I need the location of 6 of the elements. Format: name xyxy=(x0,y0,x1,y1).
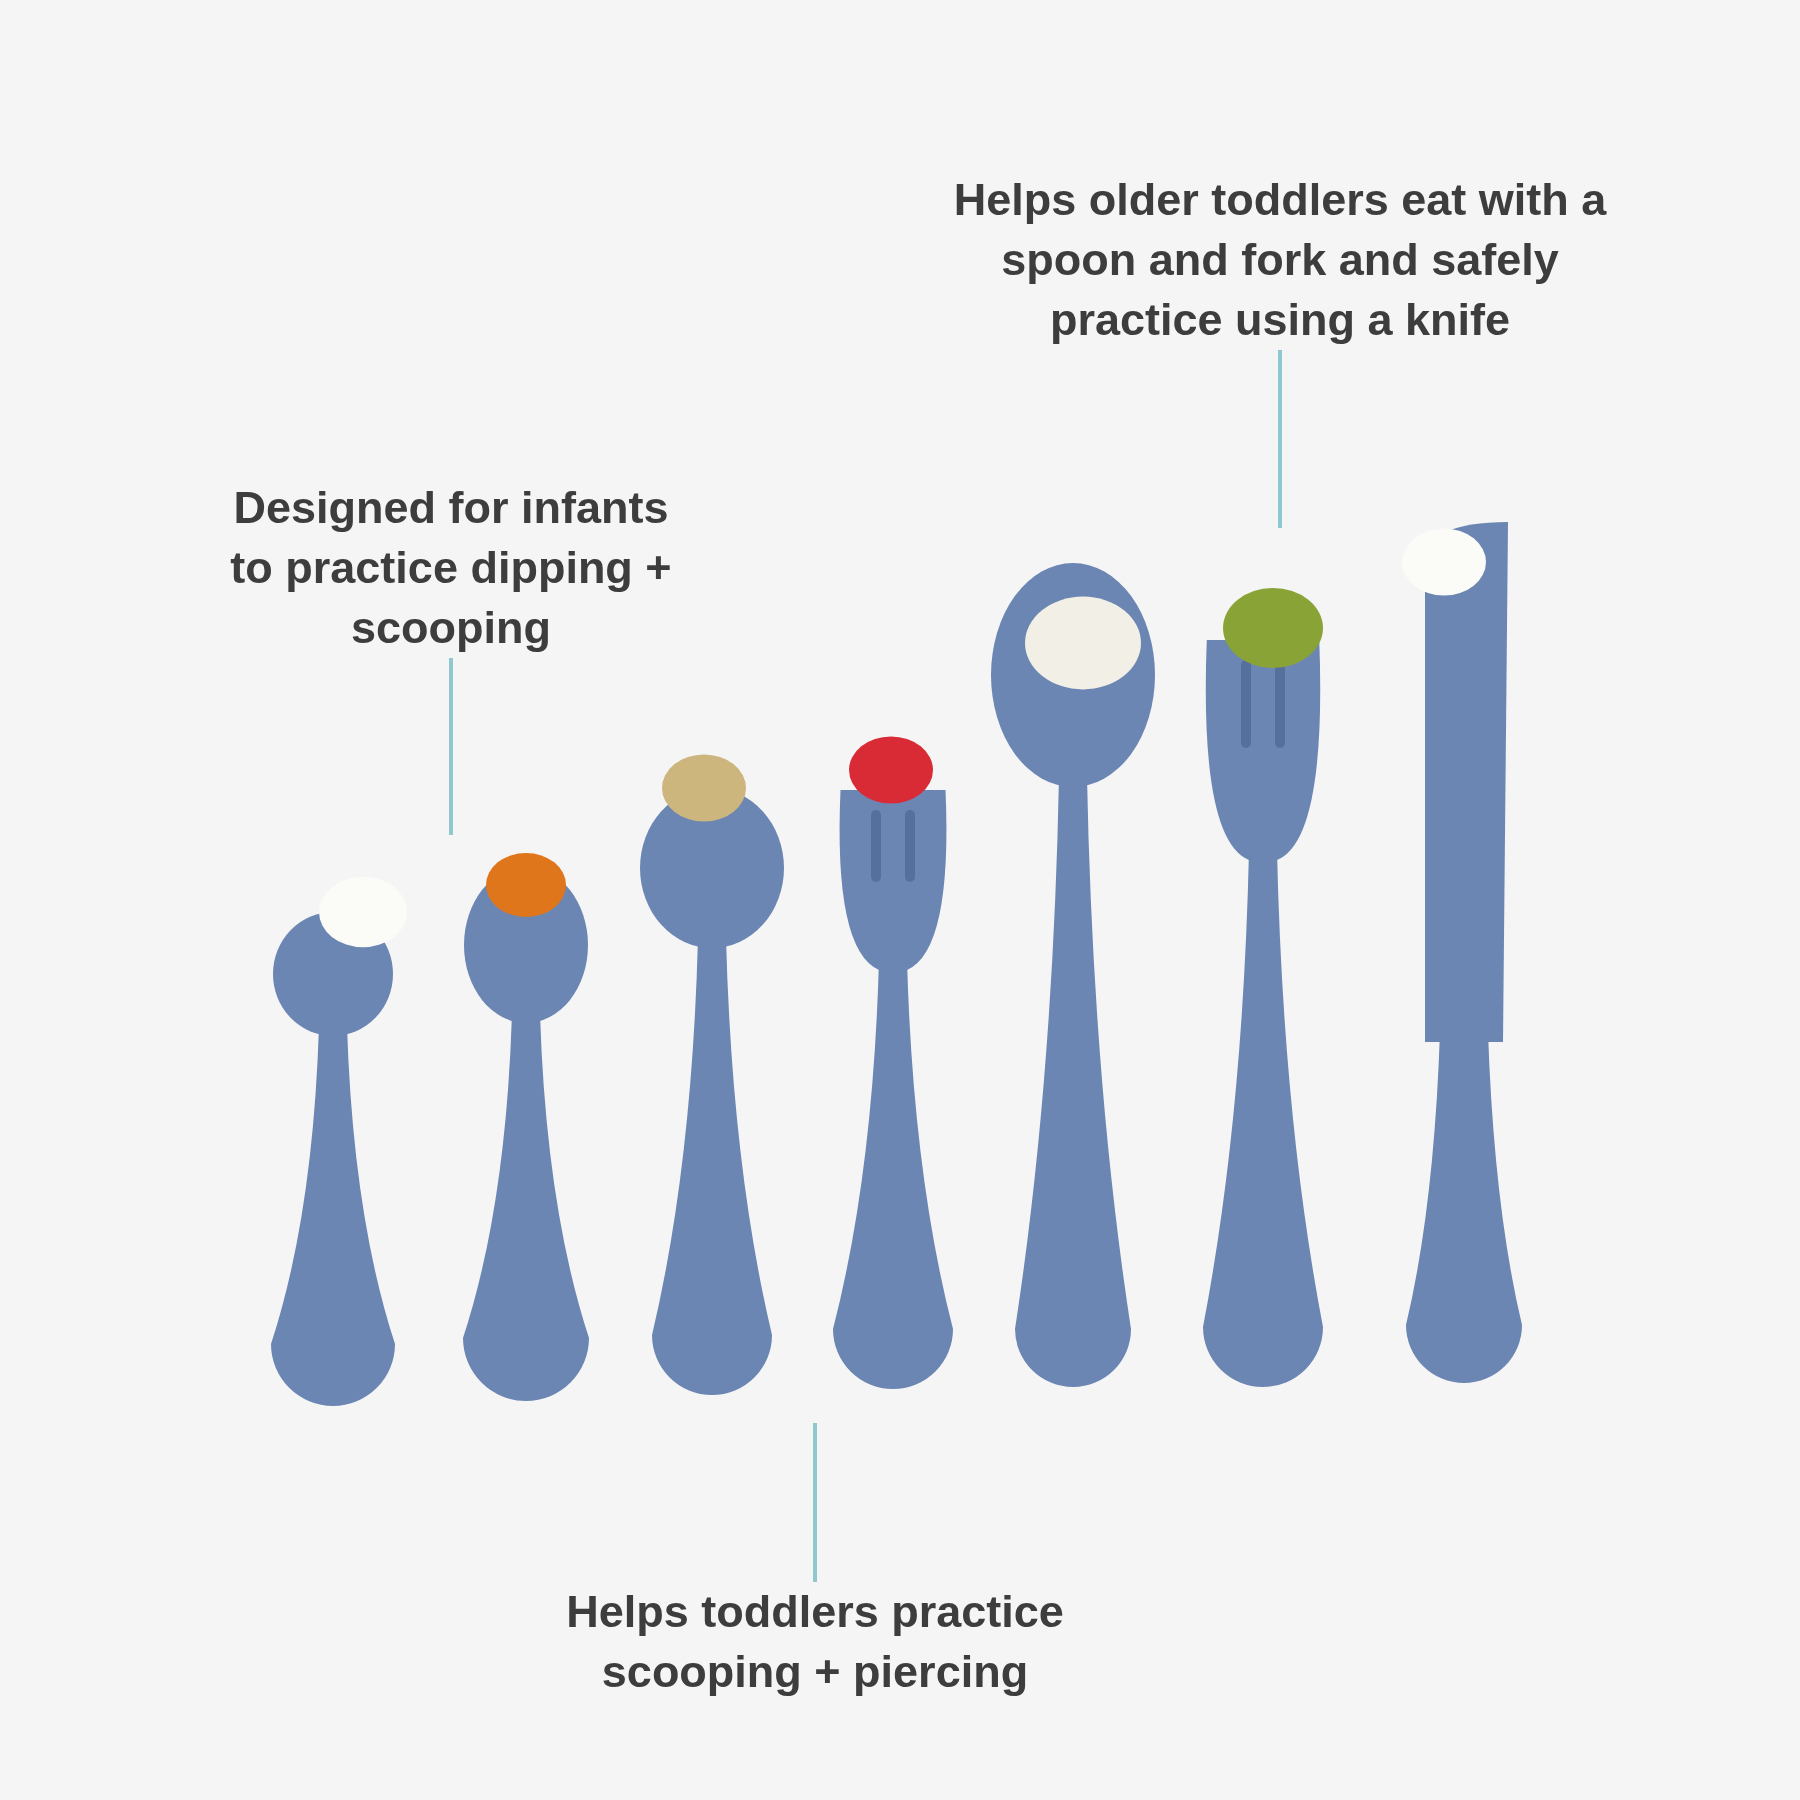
leader-line xyxy=(449,658,453,835)
callout-text: Helps older toddlers eat with a spoon and fork and safely practice using a knife xyxy=(952,173,1608,347)
leader-line xyxy=(813,1423,817,1582)
callout-text: Designed for infants to practice dipping + scooping xyxy=(229,481,673,655)
callout-text: Helps toddlers practice scooping + piercing xyxy=(565,1585,1065,1699)
leader-line xyxy=(1278,350,1282,528)
